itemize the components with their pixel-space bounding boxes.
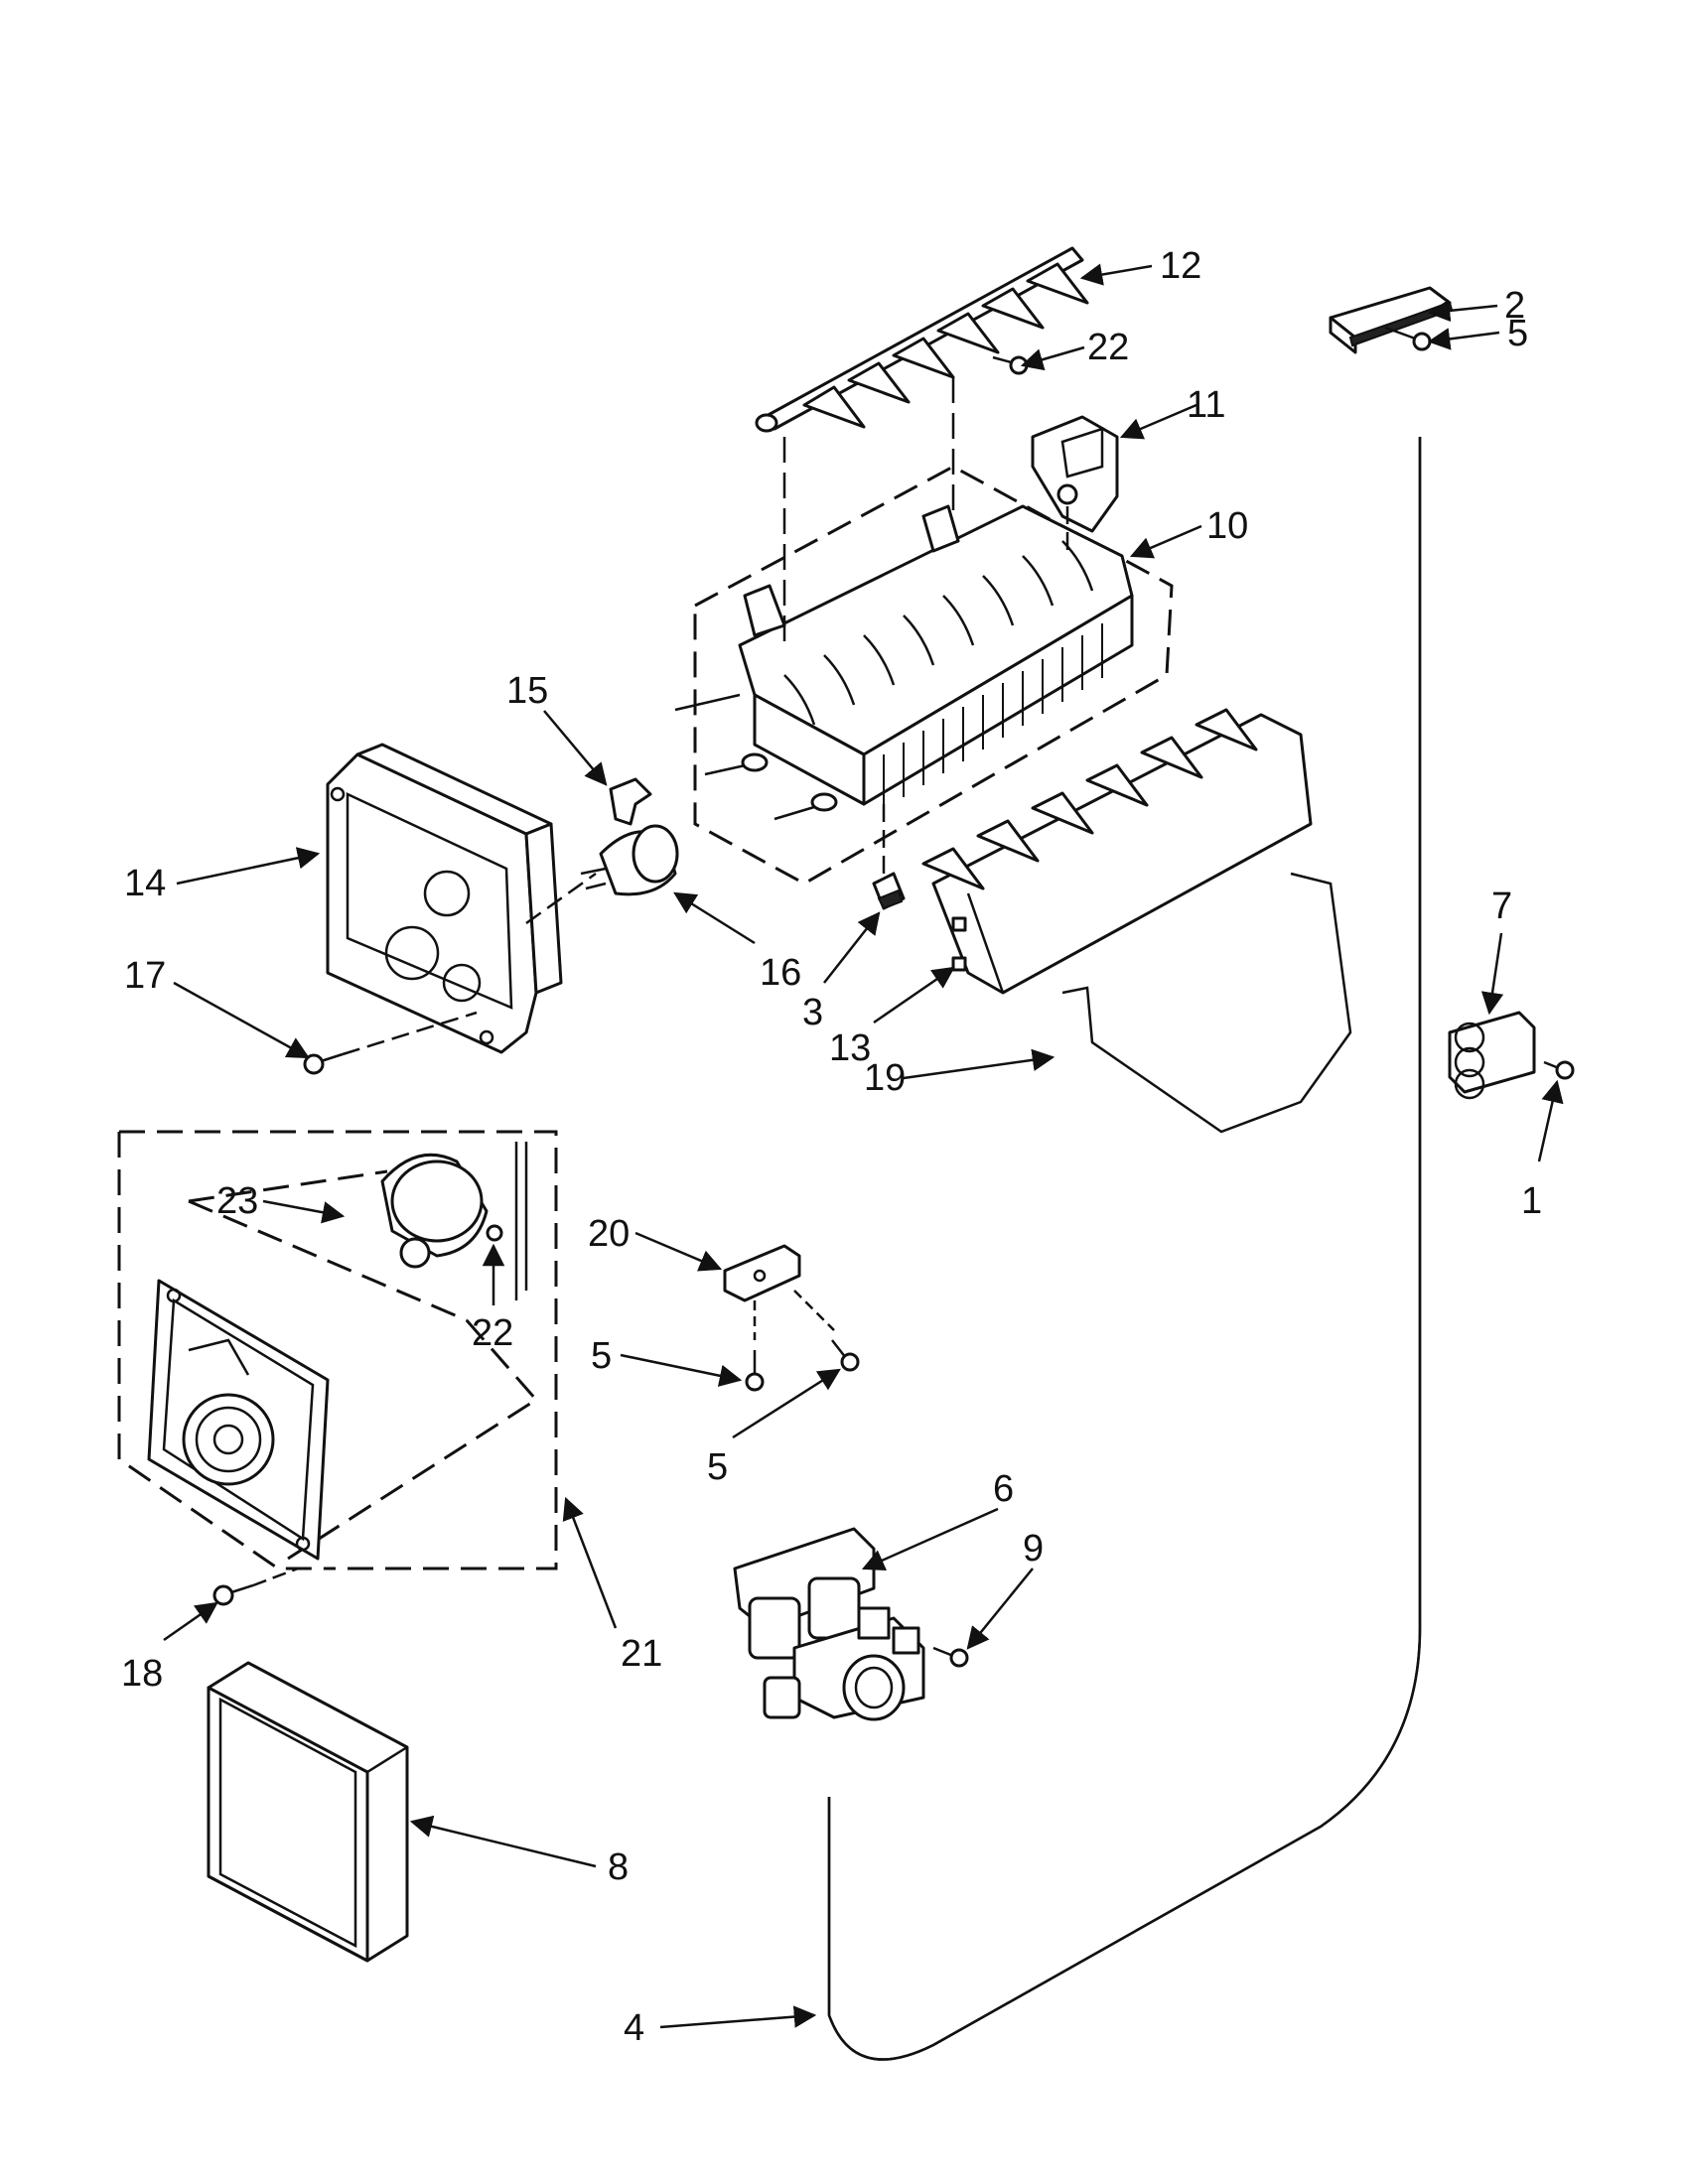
- screw-17: [303, 1011, 478, 1075]
- screw-9: [932, 1646, 969, 1668]
- control-housing: [326, 743, 563, 1054]
- callout-23: 23: [216, 1180, 258, 1222]
- motor: [580, 824, 679, 896]
- callout-3: 3: [802, 992, 823, 1033]
- screw-middle-b: [831, 1339, 860, 1372]
- screw-upper: [992, 355, 1029, 375]
- callout-10: 10: [1206, 505, 1248, 547]
- front-cover: [207, 1661, 409, 1963]
- tube-clamp: [1448, 1011, 1536, 1100]
- water-tube: [827, 437, 1422, 2061]
- callout-5: 5: [591, 1335, 612, 1377]
- screw-middle-a: [745, 1350, 765, 1392]
- callout-9: 9: [1023, 1528, 1044, 1570]
- spring-clip: [609, 777, 652, 826]
- callout-5: 5: [1507, 313, 1528, 354]
- callout-19: 19: [864, 1057, 906, 1099]
- callout-12: 12: [1160, 245, 1201, 287]
- shutoff-arm: [1061, 872, 1352, 1134]
- callout-18: 18: [121, 1653, 163, 1695]
- ice-mold: [674, 377, 1174, 886]
- callout-11: 11: [1187, 384, 1225, 426]
- callout-13: 13: [829, 1027, 871, 1069]
- screw-1: [1543, 1060, 1575, 1080]
- callout-6: 6: [993, 1468, 1014, 1510]
- callout-14: 14: [124, 863, 166, 904]
- mold-bracket: [1031, 415, 1119, 533]
- control-module: [117, 1130, 558, 1570]
- callout-7: 7: [1491, 886, 1512, 927]
- callout-5: 5: [707, 1446, 728, 1488]
- valve-bracket: [723, 1244, 835, 1340]
- callout-16: 16: [760, 952, 801, 994]
- callout-21: 21: [621, 1633, 662, 1675]
- screw-lower-22: [486, 1224, 503, 1242]
- callout-20: 20: [588, 1213, 630, 1255]
- upper-bracket: [1329, 286, 1454, 354]
- callout-22: 22: [1087, 327, 1129, 368]
- timer-motor: [380, 1142, 528, 1300]
- callout-22: 22: [472, 1312, 513, 1354]
- clip: [872, 872, 906, 910]
- screw-top-right: [1384, 326, 1432, 351]
- callout-17: 17: [124, 955, 166, 997]
- water-valve: [733, 1527, 925, 1721]
- callout-4: 4: [624, 2007, 644, 2049]
- callout-2: 2: [1504, 285, 1525, 327]
- leader-lines: [163, 263, 1564, 2029]
- ejector-shaft: [755, 246, 1089, 433]
- callout-1: 1: [1521, 1180, 1542, 1222]
- ice-stripper: [921, 708, 1313, 995]
- callout-8: 8: [608, 1846, 629, 1888]
- callouts: 12 2 22 5 11 10 15 14 16 17 3 13 19 7 1 …: [121, 245, 1542, 2049]
- screw-18: [212, 1567, 299, 1606]
- callout-15: 15: [506, 670, 548, 712]
